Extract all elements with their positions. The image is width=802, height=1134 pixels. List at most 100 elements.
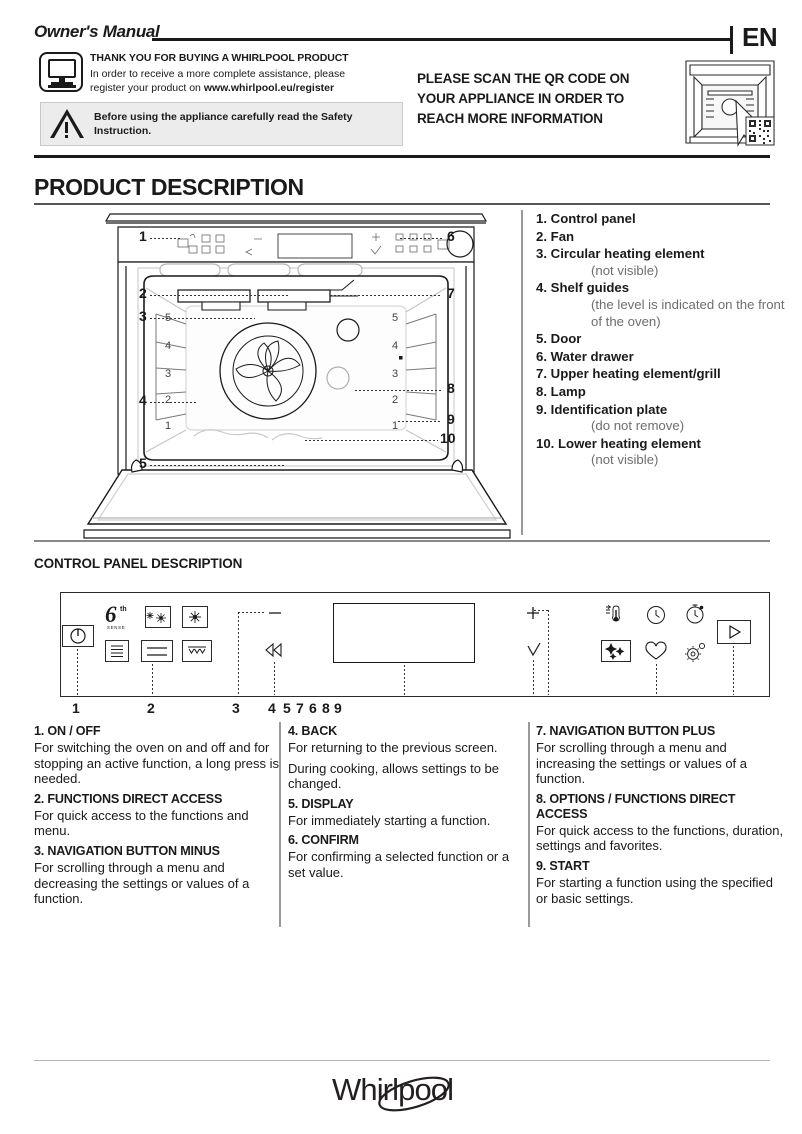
part-number: 7.: [536, 366, 551, 382]
qr-instruction-line3: REACH MORE INFORMATION: [417, 111, 603, 126]
panel-function-body: For scrolling through a menu and decreas…: [34, 859, 250, 907]
conventional-heat-icon[interactable]: [141, 640, 173, 662]
part-number: 10.: [536, 435, 558, 451]
part-list-item: 6. Water drawer: [536, 349, 786, 366]
menu-icon[interactable]: [105, 640, 129, 662]
shelf-level-right-1: 1: [392, 420, 399, 432]
part-list-item: 5. Door: [536, 331, 786, 348]
thank-you-title: THANK YOU FOR BUYING A WHIRLPOOL PRODUCT: [90, 52, 349, 64]
clean-sparkle-icon[interactable]: [601, 640, 631, 662]
part-number: 8.: [536, 383, 551, 399]
display-screen[interactable]: [333, 603, 475, 663]
thank-you-line1: In order to receive a more complete assi…: [90, 68, 346, 80]
clock-icon[interactable]: [645, 604, 667, 626]
favorites-heart-icon[interactable]: [644, 641, 668, 662]
part-list-item: 2. Fan: [536, 229, 786, 246]
panel-function-body: During cooking, allows settings to be ch…: [288, 760, 500, 792]
shelf-level-right-3: 3: [392, 368, 399, 380]
panel-function-title: 2. FUNCTIONS DIRECT ACCESS: [34, 791, 223, 806]
shelf-level-right-5: 5: [392, 312, 399, 324]
panel-function-body: For quick access to the functions and me…: [34, 807, 249, 839]
defrost-fan-icon[interactable]: [145, 606, 171, 628]
callout-9: 9: [447, 411, 455, 427]
part-label: Lamp: [550, 383, 586, 399]
shelf-level-left-2: 2: [165, 394, 172, 406]
callout-3: 3: [139, 308, 147, 324]
part-sub-note: (not visible): [591, 262, 659, 278]
qr-instruction-line1: PLEASE SCAN THE QR CODE ON: [417, 71, 630, 86]
header-tick: [730, 26, 733, 54]
part-list-item: 9. Identification plate(do not remove): [536, 402, 786, 435]
part-sub-note: (the level is indicated on the front of …: [591, 296, 785, 329]
cp-pointer-6: 6: [309, 700, 317, 716]
panel-function-title: 6. CONFIRM: [288, 833, 359, 848]
cp-pointer-2: 2: [147, 700, 155, 716]
panel-function-body: For scrolling through a menu and increas…: [536, 740, 748, 787]
monitor-icon: [39, 52, 83, 92]
whirlpool-logo: Whirlpool: [330, 1068, 490, 1114]
plus-icon[interactable]: [524, 604, 542, 622]
panel-function-body: For confirming a selected function or a …: [288, 849, 510, 880]
panel-function-title: 8. OPTIONS / FUNCTIONS DIRECT ACCESS: [536, 791, 736, 821]
shelf-level-right-2: 2: [392, 394, 399, 406]
part-list-item: 4. Shelf guides(the level is indicated o…: [536, 280, 786, 330]
fan-icon[interactable]: [182, 606, 208, 628]
qr-instruction-line2: YOUR APPLIANCE IN ORDER TO: [417, 91, 625, 106]
cp-pointer-7: 7: [296, 700, 304, 716]
panel-function-body: For returning to the previous screen.: [288, 740, 498, 755]
cp-pointer-1: 1: [72, 700, 80, 716]
start-play-icon[interactable]: [717, 620, 751, 644]
callout-4: 4: [139, 392, 147, 408]
shelf-level-right-4: 4: [392, 340, 399, 352]
svg-text:Whirlpool: Whirlpool: [332, 1072, 453, 1107]
warning-line2: Instruction.: [94, 125, 152, 137]
control-panel-heading: CONTROL PANEL DESCRIPTION: [34, 556, 243, 571]
part-label: Shelf guides: [550, 280, 630, 296]
callout-7: 7: [447, 285, 455, 301]
part-list-item: 8. Lamp: [536, 384, 786, 401]
cp-pointer-8: 8: [322, 700, 330, 716]
callout-2: 2: [139, 285, 147, 301]
svg-text:6: 6: [105, 602, 117, 627]
cp-pointer-5: 5: [283, 700, 291, 716]
part-label: Water drawer: [550, 348, 634, 364]
part-label: Identification plate: [550, 401, 668, 417]
part-number: 4.: [536, 280, 551, 296]
part-label: Circular heating element: [550, 246, 705, 262]
power-icon[interactable]: [62, 625, 94, 647]
register-prefix: register your product on: [90, 82, 204, 94]
part-label: Fan: [550, 228, 575, 244]
cp-pointer-4: 4: [268, 700, 276, 716]
grill-icon[interactable]: [182, 640, 212, 662]
shelf-level-left-1: 1: [165, 420, 172, 432]
panel-function-title: 4. BACK: [288, 724, 337, 738]
minus-icon[interactable]: [265, 606, 285, 620]
part-sub-note: (do not remove): [591, 418, 685, 434]
part-label: Control panel: [550, 211, 636, 226]
register-url: www.whirlpool.eu/register: [203, 82, 335, 94]
part-number: 6.: [536, 348, 551, 364]
confirm-check-icon[interactable]: [525, 641, 543, 659]
sixth-sense-icon[interactable]: 6 th SENSE: [105, 602, 139, 632]
panel-function-title: 5. DISPLAY: [288, 796, 354, 811]
panel-description-column-2: 4. BACK For returning to the previous scr…: [288, 724, 526, 886]
section-divider: [521, 210, 523, 535]
part-number: 1.: [536, 211, 551, 226]
language-code: EN: [742, 22, 778, 52]
header-divider: [34, 155, 770, 158]
part-list-item: 7. Upper heating element/grill: [536, 366, 786, 383]
panel-function-title: 3. NAVIGATION BUTTON MINUS: [34, 843, 220, 858]
header-rule: [152, 38, 732, 41]
back-icon[interactable]: [262, 640, 288, 660]
timer-icon[interactable]: [684, 602, 708, 626]
panel-function-title: 1. ON / OFF: [34, 724, 101, 738]
thermometer-icon[interactable]: [602, 603, 626, 625]
qr-code-icon: [685, 60, 775, 147]
settings-gear-icon[interactable]: [684, 641, 708, 663]
page-title: Owner's Manual: [34, 22, 160, 41]
cp-pointer-9: 9: [334, 700, 342, 716]
